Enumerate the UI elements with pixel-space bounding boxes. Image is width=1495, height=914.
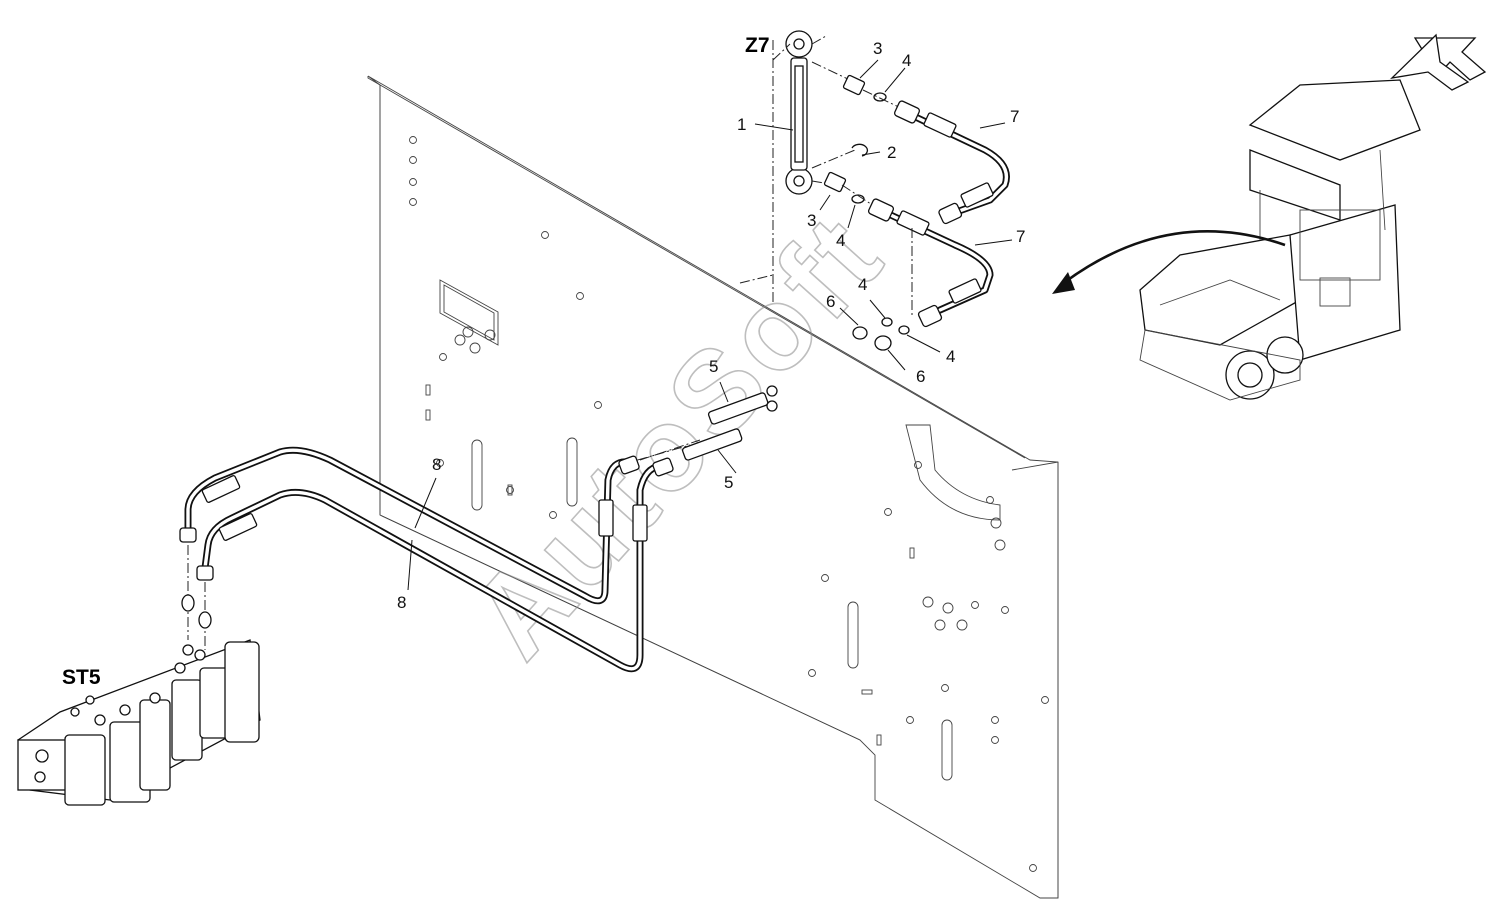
callout-3b: 3 bbox=[807, 211, 816, 230]
hose-7-upper bbox=[893, 100, 1010, 225]
valve-block-st5 bbox=[17, 594, 261, 806]
callout-8a: 8 bbox=[432, 455, 441, 474]
location-arrow bbox=[1052, 230, 1286, 294]
callout-5b: 5 bbox=[724, 473, 733, 492]
callout-6b: 6 bbox=[916, 367, 925, 386]
st5-label: ST5 bbox=[62, 666, 101, 689]
paver-machine-thumbnail bbox=[1139, 79, 1421, 401]
callout-7b: 7 bbox=[1016, 227, 1025, 246]
callout-2: 2 bbox=[887, 143, 896, 162]
mounting-plate bbox=[367, 75, 1059, 899]
callout-labels: Z7 ST5 1 2 3 3 4 4 4 4 5 5 6 6 7 7 8 8 bbox=[62, 34, 1025, 689]
callout-4c: 4 bbox=[858, 275, 867, 294]
hose-8-pair bbox=[179, 446, 674, 673]
leader-lines bbox=[407, 59, 1013, 591]
callout-4b: 4 bbox=[836, 231, 845, 250]
z7-label: Z7 bbox=[745, 34, 770, 57]
view-direction-arrow bbox=[1390, 33, 1487, 91]
callout-7a: 7 bbox=[1010, 107, 1019, 126]
callout-8b: 8 bbox=[397, 593, 406, 612]
callout-6a: 6 bbox=[826, 292, 835, 311]
bulkhead-fittings-5 bbox=[619, 385, 778, 466]
callout-5a: 5 bbox=[709, 357, 718, 376]
callout-1: 1 bbox=[737, 115, 746, 134]
hose-7-lower bbox=[867, 198, 994, 328]
callout-4d: 4 bbox=[946, 347, 955, 366]
callout-4a: 4 bbox=[902, 51, 911, 70]
hydraulic-cylinder-z7 bbox=[739, 30, 856, 305]
fittings-6-4 bbox=[852, 317, 910, 351]
callout-3a: 3 bbox=[873, 39, 882, 58]
